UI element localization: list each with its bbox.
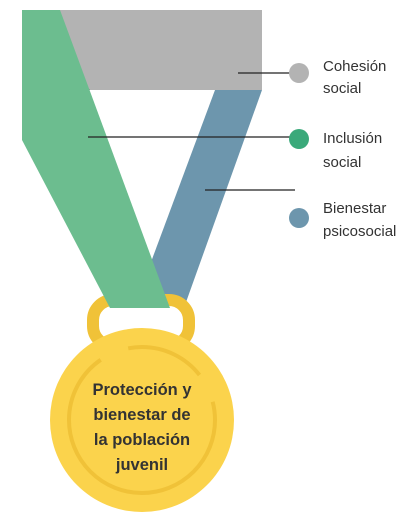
legend-label-inclusion-line-1: Inclusión xyxy=(323,130,382,147)
legend-label-inclusion-line-2: social xyxy=(323,154,361,171)
medal-inner-ring xyxy=(67,345,217,495)
legend-dot-cohesion xyxy=(289,63,309,83)
legend-label-cohesion-line-1: Cohesión xyxy=(323,58,386,75)
medal-title-line-1: Protección y xyxy=(92,381,192,399)
legend-label-cohesion-line-2: social xyxy=(323,80,361,97)
legend-label-bienestar-line-1: Bienestar xyxy=(323,200,386,217)
medal-disc xyxy=(50,328,234,512)
legend-dot-inclusion xyxy=(289,129,309,149)
ribbon-inclusion-social xyxy=(22,10,170,308)
ribbon-bienestar-psicosocial xyxy=(135,90,262,305)
legend-label-bienestar-line-2: psicosocial xyxy=(323,223,396,240)
legend-dot-bienestar xyxy=(289,208,309,228)
medal-title-line-4: juvenil xyxy=(115,456,168,474)
medal-title-line-2: bienestar de xyxy=(93,406,190,424)
medal-title-line-3: la población xyxy=(94,431,190,449)
